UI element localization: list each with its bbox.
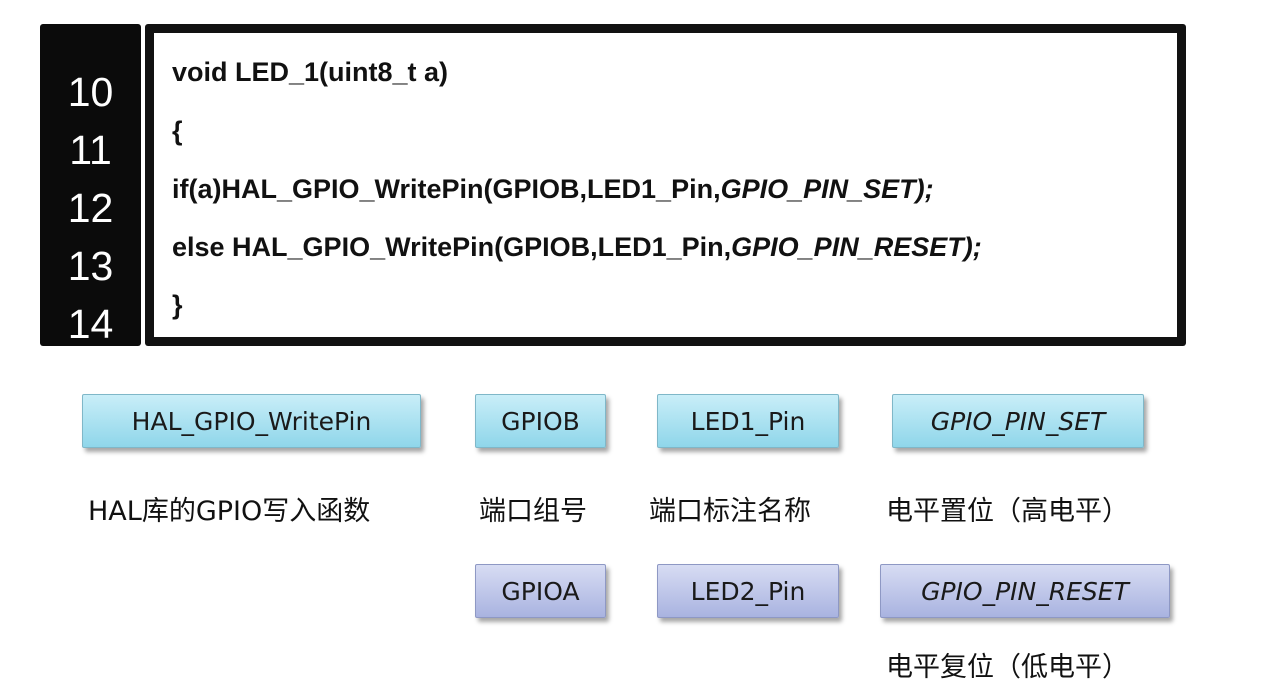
code-text: if(a)HAL_GPIO_WritePin(GPIOB,LED1_Pin,: [172, 174, 721, 204]
line-number: 14: [67, 301, 114, 347]
code-line: void LED_1(uint8_t a): [172, 57, 449, 87]
line-number: 12: [67, 185, 114, 231]
code-constant: GPIO_PIN_RESET);: [731, 232, 982, 262]
code-line: {: [172, 116, 183, 146]
code-constant: GPIO_PIN_SET);: [720, 174, 934, 204]
tag-led2-pin: LED2_Pin: [657, 564, 839, 618]
code-panel: void LED_1(uint8_t a) { if(a)HAL_GPIO_Wr…: [152, 31, 1179, 339]
line-number: 13: [67, 243, 114, 289]
line-number-gutter: 10 11 12 13 14: [40, 24, 141, 346]
tag-gpio-pin-reset: GPIO_PIN_RESET: [880, 564, 1170, 618]
caption-level-set: 电平置位（高电平）: [886, 496, 1129, 527]
code-text: else HAL_GPIO_WritePin(GPIOB,LED1_Pin,: [172, 232, 732, 262]
line-number: 10: [67, 69, 114, 115]
tag-gpioa: GPIOA: [475, 564, 606, 618]
tag-writepin: HAL_GPIO_WritePin: [82, 394, 421, 448]
code-line: else HAL_GPIO_WritePin(GPIOB,LED1_Pin,GP…: [172, 231, 982, 263]
code-block: void LED_1(uint8_t a) { if(a)HAL_GPIO_Wr…: [145, 24, 1186, 346]
caption-pin-name: 端口标注名称: [649, 496, 811, 527]
code-line: }: [172, 290, 183, 320]
caption-port-group: 端口组号: [479, 496, 587, 527]
tag-gpiob: GPIOB: [475, 394, 606, 448]
tag-led1-pin: LED1_Pin: [657, 394, 839, 448]
caption-level-reset: 电平复位（低电平）: [886, 652, 1129, 683]
tag-gpio-pin-set: GPIO_PIN_SET: [892, 394, 1144, 448]
code-line: if(a)HAL_GPIO_WritePin(GPIOB,LED1_Pin,GP…: [172, 173, 934, 205]
caption-writepin: HAL库的GPIO写入函数: [88, 496, 371, 527]
line-number: 11: [69, 127, 112, 173]
